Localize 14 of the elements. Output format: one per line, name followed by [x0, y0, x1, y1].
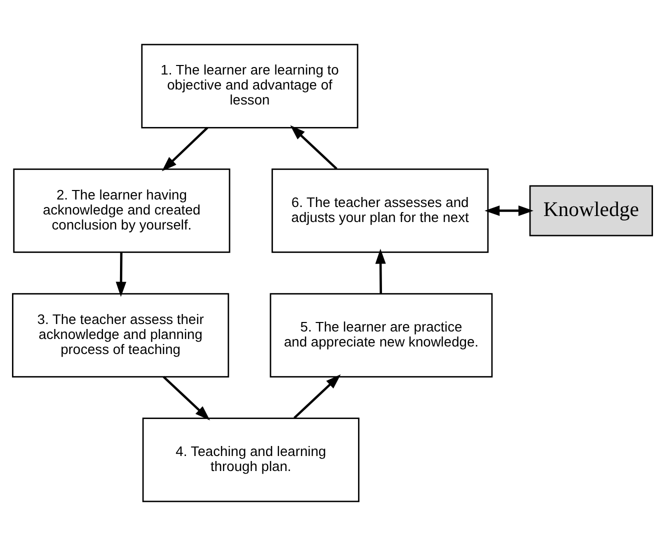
arrow [116, 252, 126, 296]
arrow [294, 374, 341, 418]
arrow [375, 248, 386, 293]
node-box: 2. The learner having acknowledge and created conclusion by yourself. [13, 168, 230, 252]
node-box: 3. The teacher assess their acknowledge and planning process of teaching [12, 292, 230, 377]
arrow [162, 375, 210, 420]
node-box: 5. The learner are practice and appreciate new knowledge. [270, 292, 493, 377]
arrow [484, 204, 534, 216]
arrow [290, 124, 338, 170]
node-box: 6. The teacher assesses and adjusts your plan for the next [272, 168, 489, 252]
node-box: 1. The learner are learning to objective and advantage of lesson [141, 43, 358, 128]
node-box: 4. Teaching and learning through plan. [142, 417, 360, 502]
node-box: Knowledge [529, 184, 653, 236]
arrow [162, 126, 208, 171]
